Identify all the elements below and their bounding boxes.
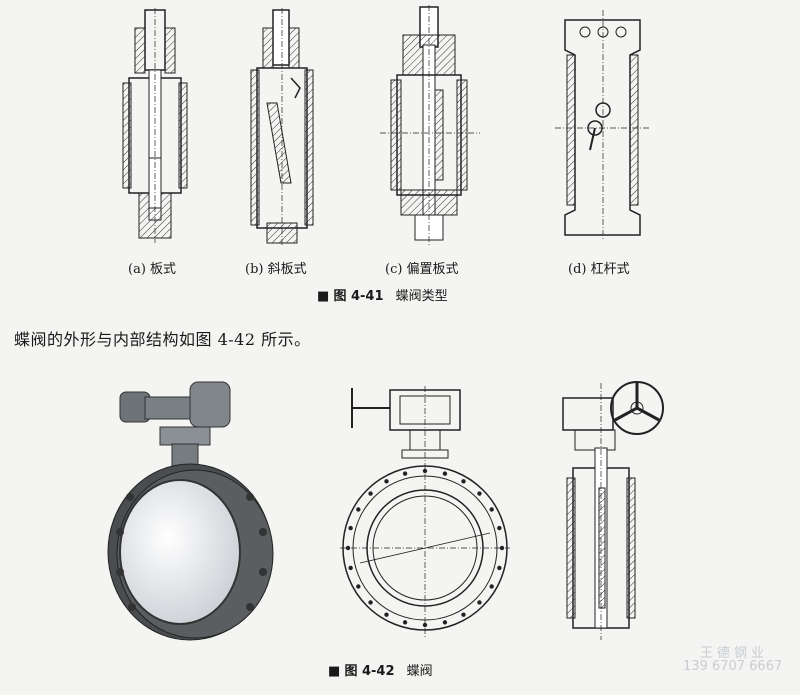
figure-caption-4-41: ■ 图 4-41 蝶阀类型 (317, 285, 448, 304)
bolt-hole (442, 471, 448, 476)
bolt-hole (368, 491, 373, 496)
bolt-hole (489, 507, 494, 512)
bolt-hole (477, 600, 482, 605)
bolt-hole (489, 584, 494, 589)
subcaption-a: (a) 板式 (128, 262, 177, 277)
subcaption-c: (c) 偏置板式 (385, 262, 459, 277)
bolt-hole (348, 525, 353, 531)
bolt-hole (402, 620, 408, 625)
bolt-hole (384, 479, 389, 484)
butterfly-valve-side-view (562, 381, 664, 640)
bolt-hole (499, 545, 505, 551)
subcaption-b: (b) 斜板式 (245, 262, 307, 277)
bolt-hole (345, 545, 351, 551)
valve-drawing-offset-plate (380, 5, 480, 245)
bolt-hole (348, 565, 353, 571)
bolt-hole (497, 565, 502, 571)
caption-bullet-icon: ■ (328, 664, 341, 679)
caption-number: 图 4-42 (344, 664, 395, 679)
watermark-company: 王德钢业 (700, 646, 769, 661)
caption-title: 蝶阀类型 (395, 289, 448, 304)
caption-title: 蝶阀 (406, 664, 433, 679)
bolt-hole (384, 612, 389, 617)
caption-number: 图 4-41 (333, 289, 384, 304)
subcaption-d: (d) 杠杆式 (568, 262, 630, 277)
bolt-hole (356, 584, 361, 589)
bolt-hole (356, 507, 361, 512)
valve-drawing-plate-type (122, 8, 188, 243)
figure-caption-4-42: ■ 图 4-42 蝶阀 (328, 660, 433, 679)
bolt-hole (477, 491, 482, 496)
bolt-hole (442, 620, 448, 625)
valve-drawing-inclined-plate (250, 8, 314, 246)
butterfly-valve-front-view (340, 386, 510, 638)
bolt-hole (497, 525, 502, 531)
butterfly-valve-photo (107, 381, 274, 641)
bolt-hole (368, 600, 373, 605)
bolt-hole (422, 468, 428, 474)
bolt-hole (461, 612, 466, 617)
valve-drawing-lever-type (555, 10, 650, 240)
watermark-phone: 139 6707 6667 (683, 659, 783, 674)
body-paragraph: 蝶阀的外形与内部结构如图 4-42 所示。 (14, 330, 311, 349)
caption-bullet-icon: ■ (317, 289, 330, 304)
bolt-hole (402, 471, 408, 476)
bolt-hole (461, 479, 466, 484)
bolt-hole (422, 622, 428, 628)
